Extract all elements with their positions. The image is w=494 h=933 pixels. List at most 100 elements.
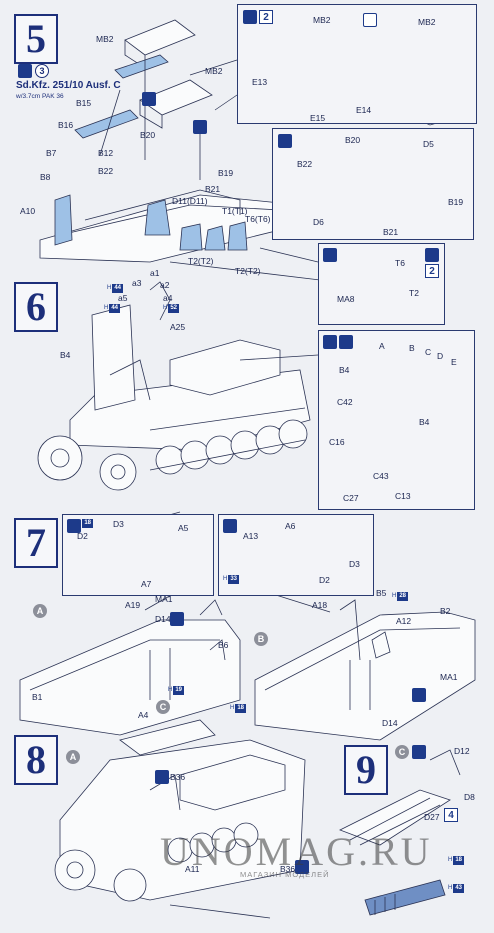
part-label: D2 [319, 575, 330, 585]
cement-icon [243, 10, 257, 24]
variant-subtitle: w/3.7cm PAK 36 [16, 93, 64, 100]
part-label: D11(D11) [172, 196, 208, 206]
cement-icon [67, 519, 81, 533]
part-label: A25 [170, 322, 186, 332]
part-label: MA1 [155, 594, 173, 604]
part-label: MB2 [205, 66, 223, 76]
part-label: D14 [155, 614, 171, 624]
part-label: D2 [77, 531, 88, 541]
cement-icon [323, 248, 337, 262]
part-label: T1(T1) [222, 206, 248, 216]
part-label: B1 [32, 692, 43, 702]
part-label: D14 [382, 718, 398, 728]
part-label: D [437, 351, 444, 361]
cement-icon [170, 612, 184, 626]
part-label: B7 [46, 148, 57, 158]
part-label: D6 [313, 217, 324, 227]
cement-icon [295, 860, 309, 874]
part-label: E15 [310, 113, 326, 123]
step-5-detail-panel-small: 2 T6 MA8 T2 [318, 243, 445, 325]
part-label: B4 [419, 417, 430, 427]
part-label: E14 [356, 105, 372, 115]
part-label: B20 [345, 135, 361, 145]
cement-icon [155, 770, 169, 784]
part-label: A [379, 341, 385, 351]
view-b-marker: B [254, 632, 268, 646]
part-label: MA8 [337, 294, 355, 304]
part-label: a1 [150, 268, 160, 278]
part-label: a4 [163, 293, 173, 303]
step-6-detail-panel: A B C D E B4 C42 B4 C16 C43 C13 C27 [318, 330, 475, 510]
cement-icon [412, 745, 426, 759]
star-icon [339, 335, 353, 349]
part-label: B [409, 343, 415, 353]
part-label: MB2 [96, 34, 114, 44]
part-label: E [451, 357, 457, 367]
part-label: D27 [424, 812, 440, 822]
part-label: D3 [113, 519, 124, 529]
cement-icon [425, 248, 439, 262]
part-label: C16 [329, 437, 345, 447]
part-label: C27 [343, 493, 359, 503]
cement-icon [278, 134, 292, 148]
count-badge: 2 [425, 264, 439, 278]
part-label: B6 [218, 640, 229, 650]
part-label: B19 [218, 168, 234, 178]
watermark: UNOMAG.RU [160, 829, 433, 874]
part-label: B4 [339, 365, 350, 375]
part-label: A19 [125, 600, 141, 610]
part-label: C [425, 347, 432, 357]
watermark-subtitle: МАГАЗИН МОДЕЛЕЙ [240, 870, 330, 879]
step-8-number: 8 [14, 735, 58, 785]
part-label: B19 [448, 197, 464, 207]
cement-icon [18, 64, 32, 78]
step-9-number: 9 [344, 745, 388, 795]
count-badge: 3 [35, 64, 49, 78]
part-label: D3 [349, 559, 360, 569]
part-label: a2 [160, 280, 170, 290]
part-label: T6 [395, 258, 405, 268]
cement-icon [223, 519, 237, 533]
part-label: A4 [138, 710, 149, 720]
part-label: A7 [141, 579, 152, 589]
part-label: A13 [243, 531, 259, 541]
step-5-number: 5 [14, 14, 58, 64]
step-5-detail-panel-top: 2 MB2 MB2 E13 E15 E14 [237, 4, 477, 124]
part-label: T2 [409, 288, 419, 298]
part-label: B36 [280, 864, 296, 874]
part-label: D5 [423, 139, 434, 149]
part-label: A10 [20, 206, 36, 216]
part-label: MA1 [440, 672, 458, 682]
part-label: B22 [98, 166, 114, 176]
part-label: B5 [376, 588, 387, 598]
part-label: B21 [383, 227, 399, 237]
part-label: B2 [440, 606, 451, 616]
cement-icon [142, 92, 156, 106]
part-label: A6 [285, 521, 296, 531]
part-label: a5 [118, 293, 128, 303]
part-label: T2(T2) [188, 256, 214, 266]
part-label: B16 [58, 120, 74, 130]
part-label: E13 [252, 77, 268, 87]
part-label: A5 [178, 523, 189, 533]
part-label: T2(T2) [235, 266, 261, 276]
part-label: A12 [396, 616, 412, 626]
part-label: B15 [76, 98, 92, 108]
part-label: D12 [454, 746, 470, 756]
rotate-icon [363, 13, 377, 27]
part-label: MB2 [418, 17, 436, 27]
view-a-marker: A [33, 604, 47, 618]
step-7-number: 7 [14, 518, 58, 568]
part-label: a3 [132, 278, 142, 288]
cement-icon [193, 120, 207, 134]
count-badge: 4 [444, 808, 458, 822]
